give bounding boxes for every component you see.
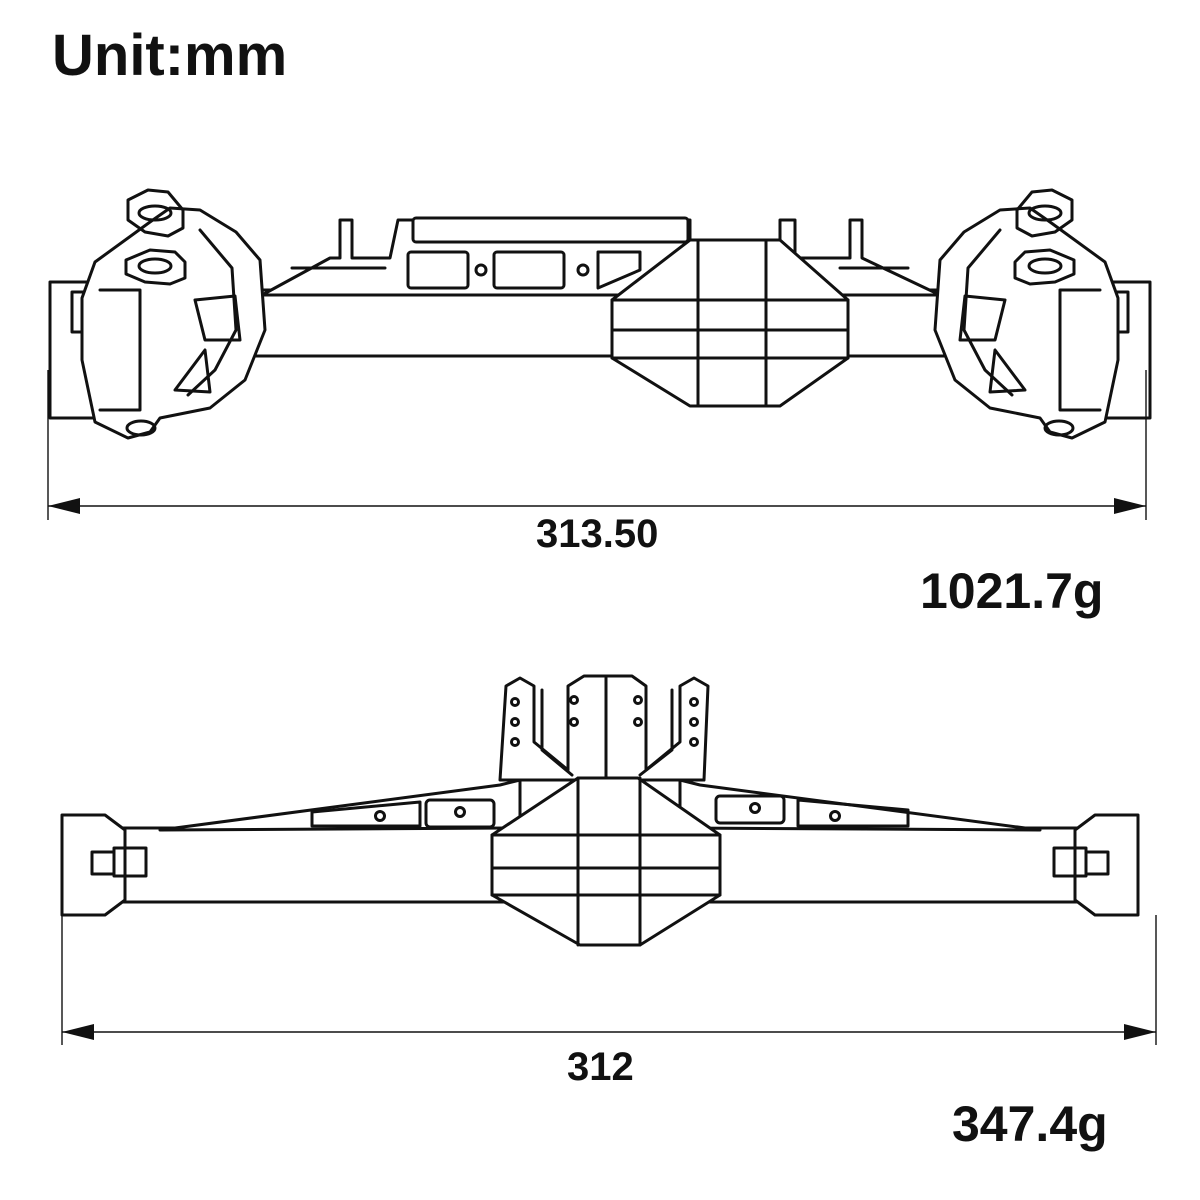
front-dimension-line <box>48 370 1146 520</box>
rear-axle-drawing <box>62 676 1138 945</box>
rear-dimension-line <box>62 915 1156 1045</box>
front-width-label: 313.50 <box>536 512 659 556</box>
rear-weight-label: 347.4g <box>952 1096 1108 1152</box>
front-axle-drawing <box>50 190 1150 438</box>
unit-label: Unit:mm <box>52 23 288 88</box>
rear-width-label: 312 <box>567 1045 634 1089</box>
front-weight-label: 1021.7g <box>920 563 1104 619</box>
